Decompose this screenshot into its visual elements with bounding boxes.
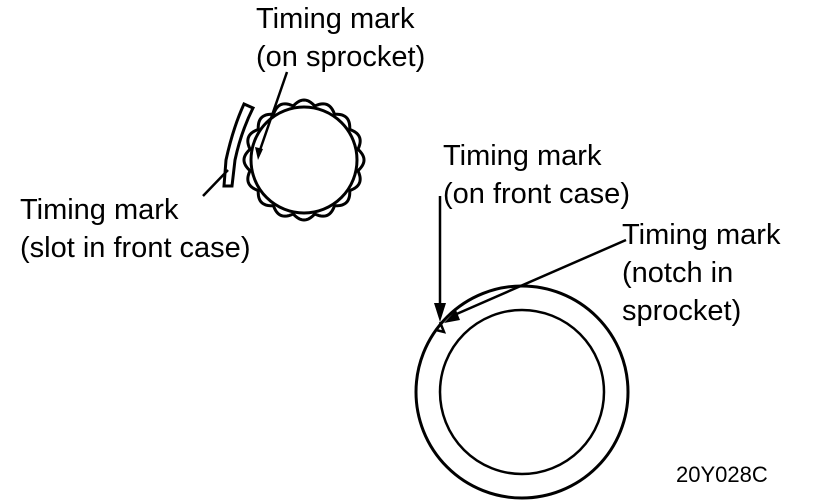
large-sprocket: [414, 284, 630, 500]
front-case-mark-label: Timing mark (on front case): [443, 140, 630, 210]
front-case-mark-leader: [434, 196, 446, 322]
small-sprocket: [242, 98, 366, 222]
sprocket-notch: [435, 321, 447, 334]
front-case-slot: [222, 102, 256, 188]
sprocket-mark-leader: [255, 71, 289, 160]
notch-mark-label: Timing mark (notch in sprocket): [622, 219, 781, 327]
large-sprocket-outer: [414, 284, 630, 500]
slot-mark-label: Timing mark (slot in front case): [20, 194, 251, 264]
sprocket-inner-circle: [249, 105, 359, 215]
large-sprocket-inner: [438, 308, 606, 476]
sprocket-mark-label: Timing mark (on sprocket): [256, 3, 426, 73]
notch-mark-leader: [444, 238, 627, 323]
sprocket-teeth-outline: [242, 98, 366, 222]
figure-code: 20Y028C: [676, 462, 768, 487]
slot-mark-leader: [202, 169, 229, 197]
